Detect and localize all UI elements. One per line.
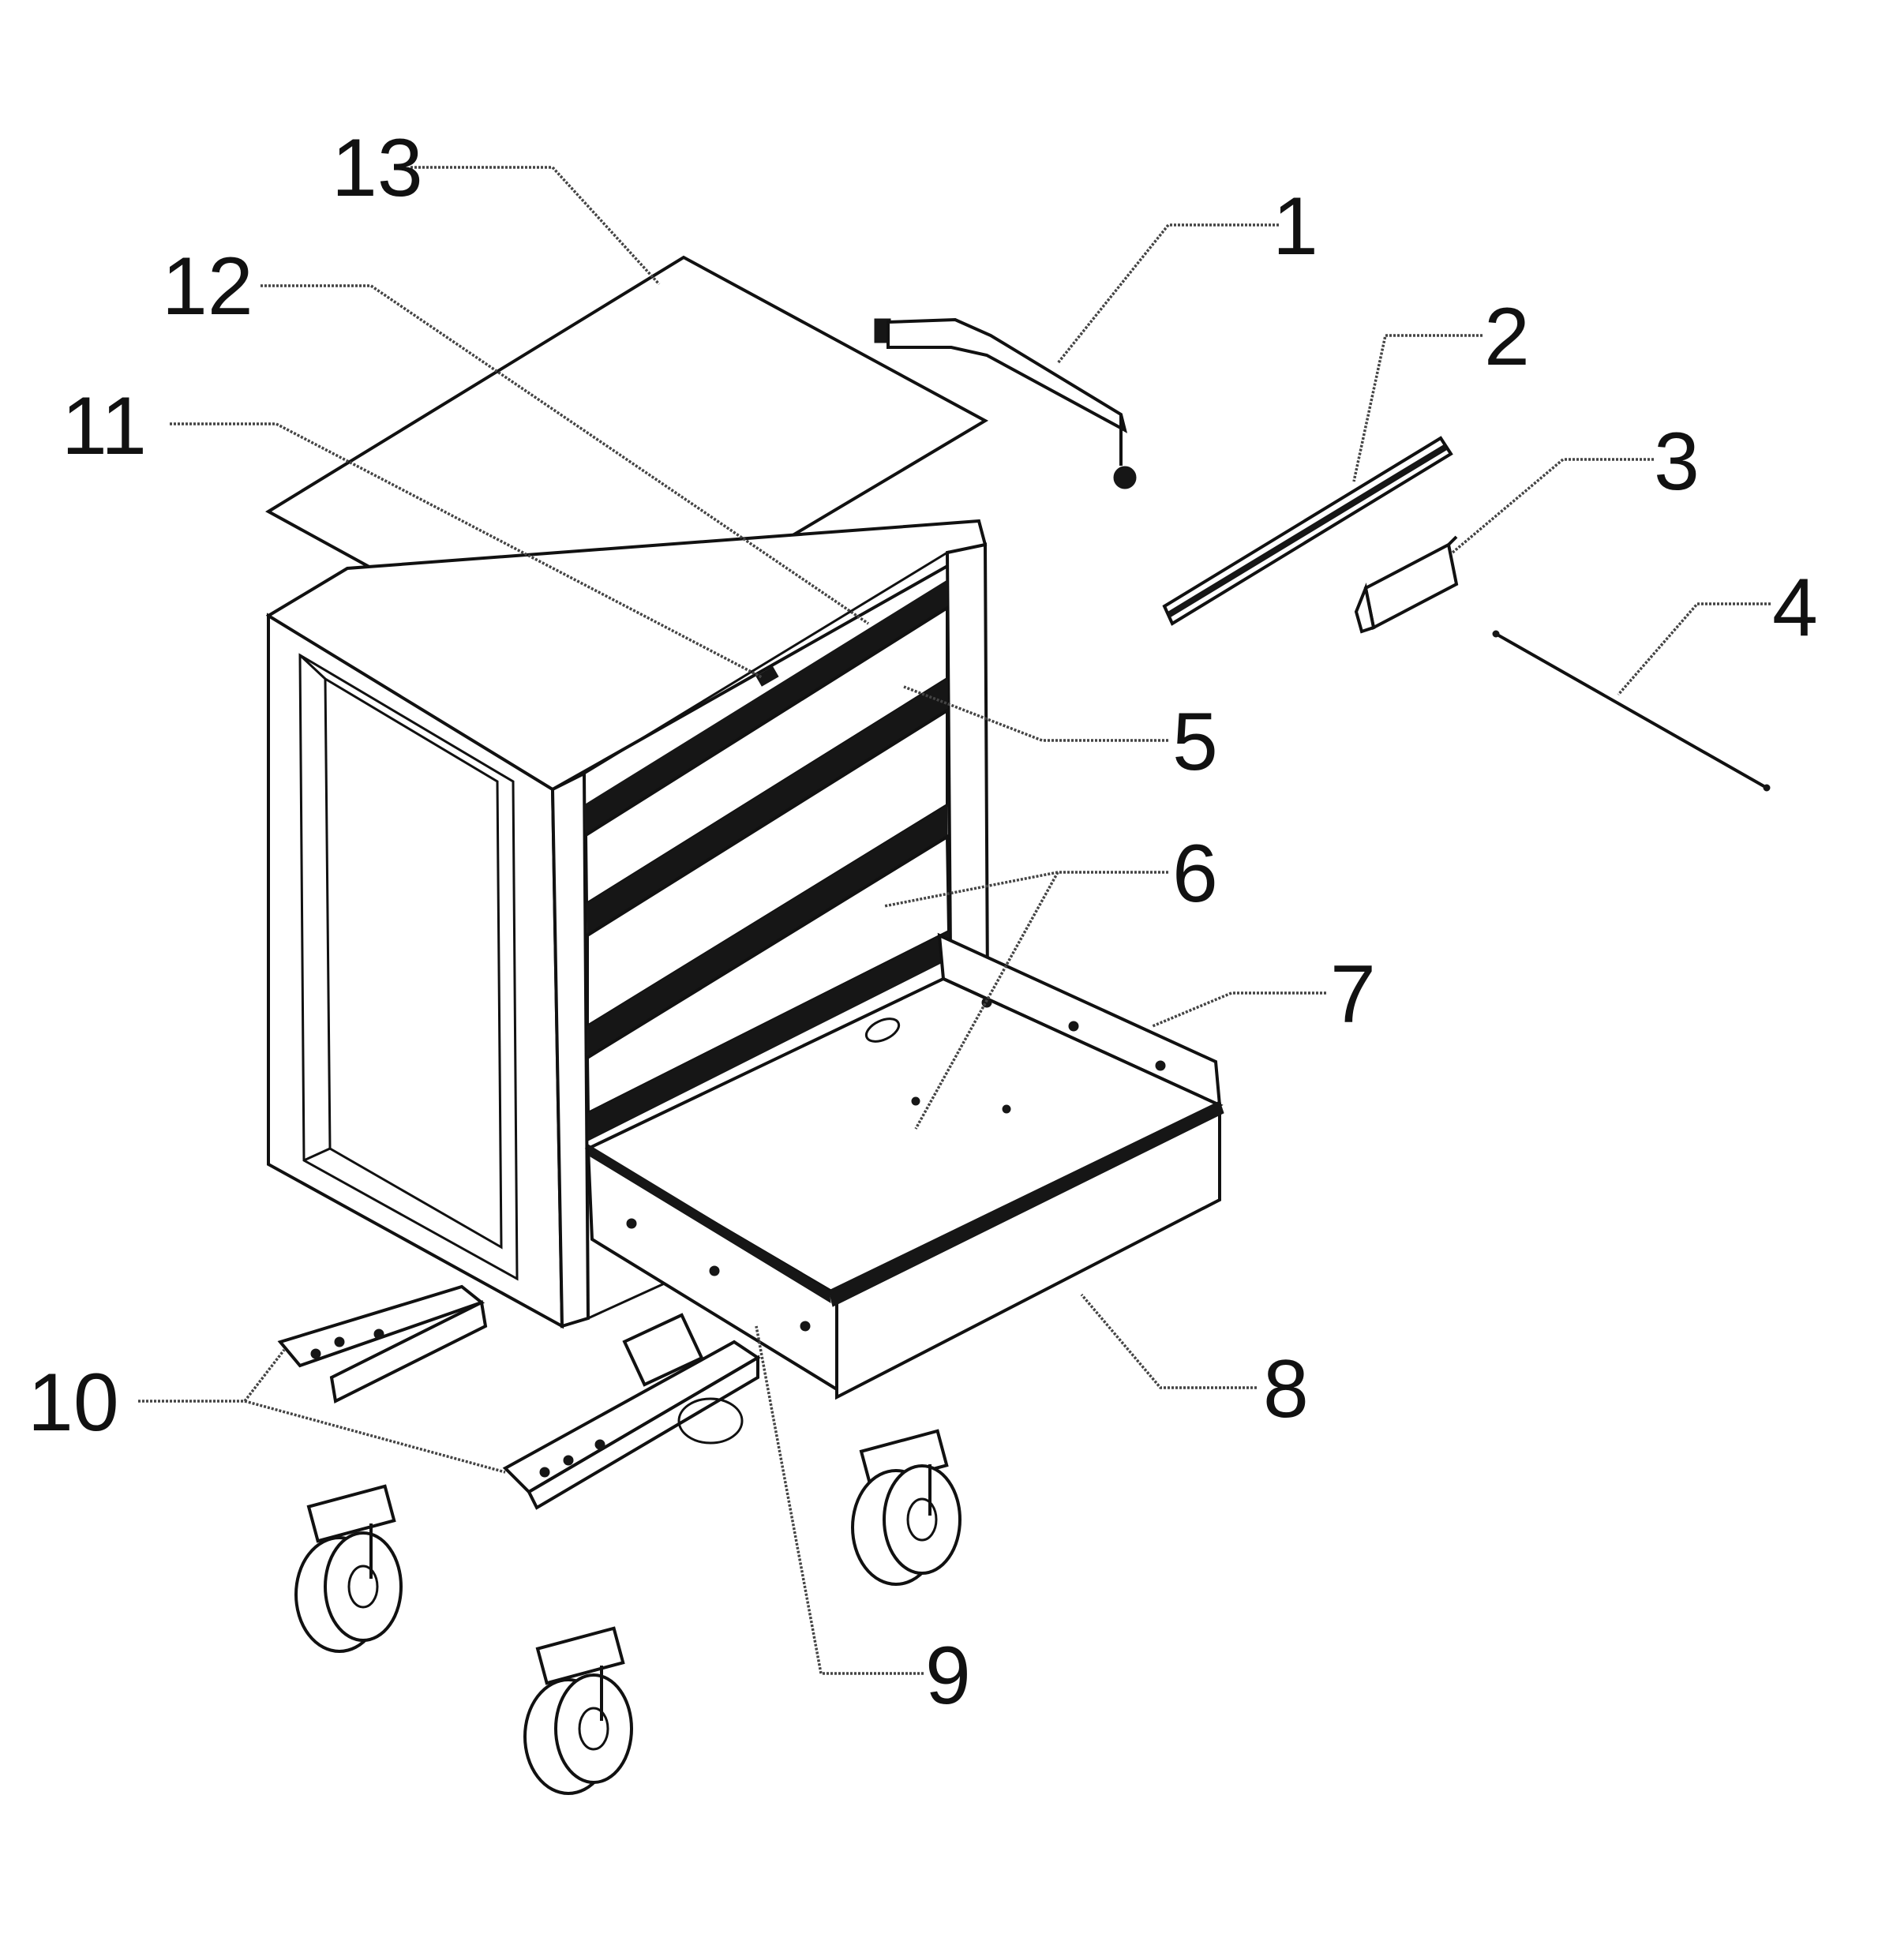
base-frame bbox=[277, 1284, 761, 1510]
callout-10: 10 bbox=[28, 1357, 119, 1448]
callout-6: 6 bbox=[1172, 828, 1218, 920]
bracket-part bbox=[1354, 535, 1459, 634]
caster-rear-right bbox=[851, 1429, 961, 1586]
callout-5: 5 bbox=[1172, 696, 1218, 788]
callout-4: 4 bbox=[1772, 562, 1818, 654]
handle-part bbox=[874, 317, 1137, 489]
rod-part bbox=[1492, 630, 1771, 792]
callout-8: 8 bbox=[1263, 1344, 1309, 1435]
callout-11: 11 bbox=[62, 380, 147, 472]
drawer-stack bbox=[583, 579, 951, 1141]
leader-lines bbox=[138, 166, 1771, 1675]
callout-7: 7 bbox=[1330, 949, 1376, 1040]
callout-2: 2 bbox=[1484, 291, 1530, 383]
caster-front-center bbox=[523, 1626, 633, 1795]
caster-front-left bbox=[294, 1484, 403, 1653]
callout-12: 12 bbox=[162, 241, 253, 332]
cabinet-body bbox=[265, 519, 991, 1329]
callout-1: 1 bbox=[1273, 181, 1318, 272]
open-drawer bbox=[584, 932, 1224, 1400]
callout-9: 9 bbox=[925, 1630, 971, 1722]
callout-labels: 13 12 11 1 2 3 4 5 6 7 8 9 10 bbox=[28, 122, 1818, 1722]
callout-13: 13 bbox=[332, 122, 423, 214]
callout-3: 3 bbox=[1654, 416, 1700, 508]
slide-rail-part bbox=[1162, 436, 1453, 626]
